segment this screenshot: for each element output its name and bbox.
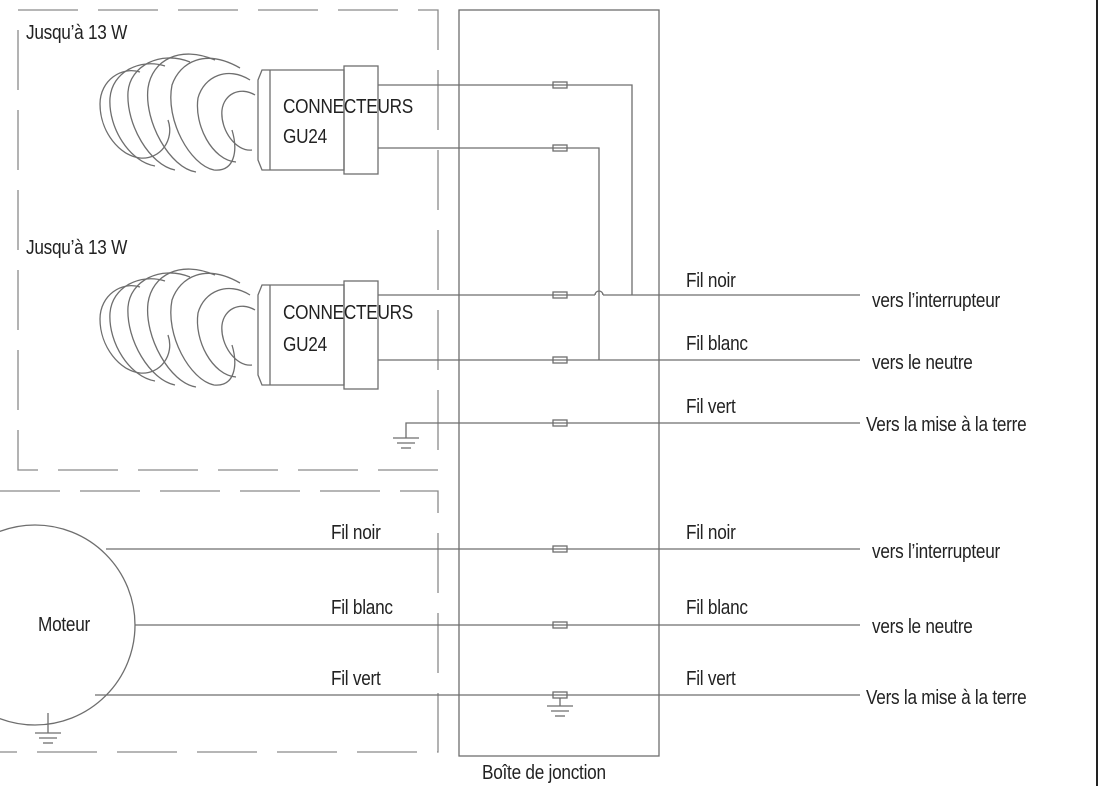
- bottom-connector-base: [343, 280, 379, 390]
- motor-out-white-destination: vers le neutre: [872, 616, 973, 638]
- motor-green-label: Fil vert: [331, 668, 381, 690]
- motor-white-label: Fil blanc: [331, 597, 393, 619]
- lamp-ground-symbol: [393, 437, 419, 449]
- motor-black-label: Fil noir: [331, 522, 381, 544]
- connector-motor-2: [552, 621, 568, 629]
- motor-out-black-destination: vers l’interrupteur: [872, 541, 1000, 563]
- bottom-connector-label-line2: GU24: [283, 334, 327, 356]
- motor-out-green-destination: Vers la mise à la terre: [866, 687, 1027, 709]
- top-lamp-wattage: Jusqu’à 13 W: [26, 22, 128, 44]
- connector-lamp-2: [552, 144, 568, 152]
- motor-enclosure-border: [0, 490, 439, 753]
- connector-lamp-5: [552, 419, 568, 427]
- lamp-black-wire-label: Fil noir: [686, 270, 736, 292]
- connector-lamp-4: [552, 356, 568, 364]
- lamp-green-wire-label: Fil vert: [686, 396, 736, 418]
- motor-out-black-label: Fil noir: [686, 522, 736, 544]
- top-connector-body: [257, 69, 345, 171]
- top-connector-label-line2: GU24: [283, 126, 327, 148]
- lamp-enclosure-border: [17, 9, 439, 471]
- connector-lamp-3: [552, 291, 568, 299]
- junction-box-label: Boîte de jonction: [482, 762, 606, 784]
- lamp-white-wire-label: Fil blanc: [686, 333, 748, 355]
- motor-out-white-label: Fil blanc: [686, 597, 748, 619]
- junction-ground-symbol: [547, 705, 573, 717]
- top-connector-label-line1: CONNECTEURS: [283, 96, 413, 118]
- motor-out-green-label: Fil vert: [686, 668, 736, 690]
- connector-motor-1: [552, 545, 568, 553]
- lamp-black-destination: vers l’interrupteur: [872, 290, 1000, 312]
- bottom-lamp-wattage: Jusqu’à 13 W: [26, 237, 128, 259]
- top-bulb-spiral: [99, 53, 256, 173]
- lamp-white-destination: vers le neutre: [872, 352, 973, 374]
- motor-ground-symbol: [35, 732, 61, 744]
- junction-box: [458, 9, 660, 757]
- top-lamp-black-wire: [378, 84, 633, 295]
- top-connector-base: [343, 65, 379, 175]
- bottom-connector-label-line1: CONNECTEURS: [283, 302, 413, 324]
- top-lamp-white-wire: [378, 147, 600, 360]
- connector-lamp-1: [552, 81, 568, 89]
- motor-label: Moteur: [38, 614, 90, 636]
- lamp-green-destination: Vers la mise à la terre: [866, 414, 1027, 436]
- lamp-green-wire: [405, 422, 860, 438]
- bottom-bulb-spiral: [99, 268, 256, 388]
